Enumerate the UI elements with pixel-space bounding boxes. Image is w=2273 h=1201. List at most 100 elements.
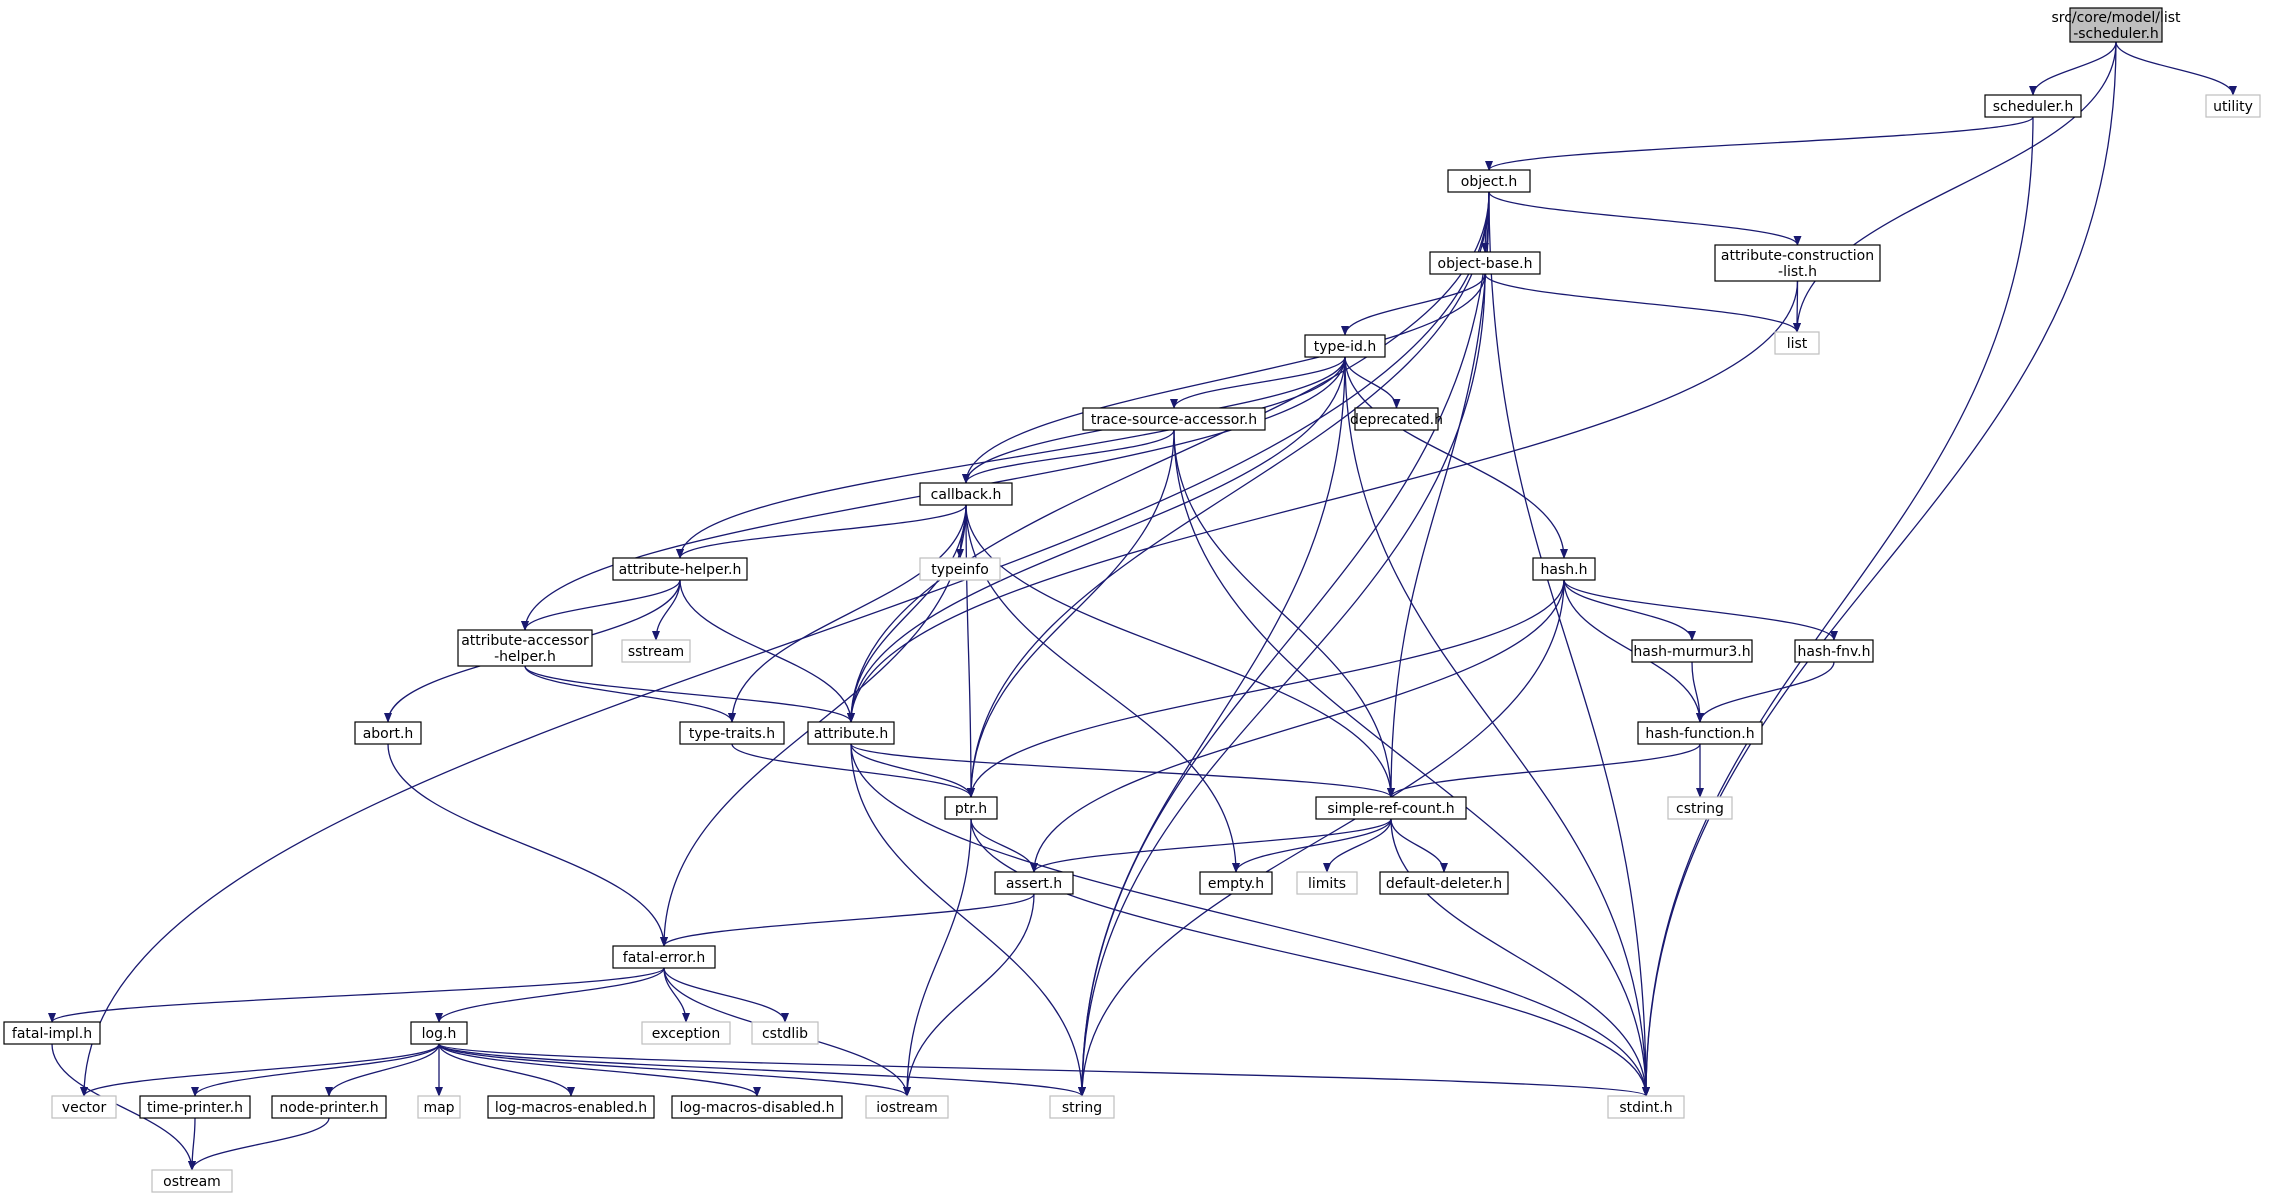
node-box [919,557,1001,581]
node-box [1794,639,1874,663]
node-map: map [417,1095,461,1119]
node-assert[interactable]: assert.h [994,871,1074,895]
node-log[interactable]: log.h [410,1021,468,1045]
node-hash[interactable]: hash.h [1532,557,1596,581]
edge-line [676,504,967,559]
node-label: vector [62,1100,107,1116]
edge-line [2115,41,2237,96]
edge-tsa-to-ptr [967,429,1175,798]
node-label: assert.h [1006,876,1062,892]
node-sstream: sstream [621,639,691,663]
node-scheduler[interactable]: scheduler.h [1984,94,2082,118]
node-utility: utility [2205,94,2261,118]
edge-line [51,1043,196,1171]
node-murmur[interactable]: hash-murmur3.h [1631,639,1753,663]
node-box [2069,7,2163,43]
node-box [487,1095,655,1119]
node-box [1379,871,1509,895]
node-callback[interactable]: callback.h [919,482,1013,506]
node-root: src/core/model/list-scheduler.h [2051,7,2181,43]
edge-attribute-to-ptr [850,743,975,798]
edge-line [965,504,975,798]
edge-line [188,1117,330,1171]
node-label: scheduler.h [1993,99,2074,115]
node-deprecated[interactable]: deprecated.h [1350,407,1443,431]
node-object[interactable]: object.h [1447,169,1531,193]
edge-line [325,1043,440,1097]
node-tsa[interactable]: trace-source-accessor.h [1082,407,1266,431]
edge-line [438,1043,761,1097]
node-box [1774,331,1820,355]
node-label: typeinfo [931,562,989,578]
node-attribute[interactable]: attribute.h [807,721,895,745]
edge-object-to-vector [80,191,1490,1097]
node-typetraits[interactable]: type-traits.h [679,721,785,745]
edge-objectbase-to-list [1484,273,1801,333]
node-attrconstr[interactable]: attribute-construction-list.h [1714,244,1881,282]
node-label: hash-fnv.h [1798,644,1871,660]
edge-line [663,967,789,1023]
edge-line [903,818,972,1097]
edge-line [1563,579,1838,641]
node-box [151,1169,233,1193]
node-layer: src/core/model/list-scheduler.h scheduler… [3,7,2261,1193]
node-label: cstring [1676,801,1724,817]
edge-src-to-stdint [1390,818,1650,1097]
node-fatalerror[interactable]: fatal-error.h [612,945,716,969]
edge-line [967,191,1490,798]
edge-root-to-stdint [1642,41,2117,1097]
edge-line [847,356,1346,723]
edge-line [435,967,665,1023]
node-lme[interactable]: log-macros-enabled.h [487,1095,655,1119]
edge-fatalerror-to-log [435,967,665,1023]
node-defdel[interactable]: default-deleter.h [1379,871,1509,895]
edge-fnv-to-hashfunc [1696,661,1835,723]
edge-line [1030,579,1565,873]
node-lmd[interactable]: log-macros-disabled.h [671,1095,843,1119]
edge-scheduler-to-object [1485,116,2034,171]
node-label: limits [1308,876,1346,892]
edge-attrhelper-to-attribute [679,579,855,723]
node-label: sstream [628,644,684,660]
node-fatalimpl[interactable]: fatal-impl.h [3,1021,101,1045]
edge-hash-to-string [1078,579,1565,1097]
edge-line [660,893,1035,947]
node-box [1631,639,1753,663]
edge-line [1341,273,1486,336]
node-box [1532,557,1596,581]
edge-line [903,893,1035,1097]
edge-line [188,1117,197,1171]
node-box [612,945,716,969]
node-box [1667,796,1733,820]
edge-line [191,1043,440,1097]
node-src[interactable]: simple-ref-count.h [1315,796,1467,820]
node-typeinfo: typeinfo [919,557,1001,581]
node-typeid[interactable]: type-id.h [1304,334,1386,358]
node-abort[interactable]: abort.h [354,721,422,745]
node-box [621,639,691,663]
edge-callback-to-ptr [965,504,975,798]
node-box [2205,94,2261,118]
node-attraccessor[interactable]: attribute-accessor-helper.h [457,629,593,667]
node-hashfunc[interactable]: hash-function.h [1637,721,1763,745]
edge-hash-to-assert [1030,579,1565,873]
node-label: attribute-construction [1721,248,1874,264]
node-fnv[interactable]: hash-fnv.h [1794,639,1874,663]
node-label: trace-source-accessor.h [1091,412,1257,428]
node-label: log.h [422,1026,457,1042]
edge-line [1793,41,2117,333]
edge-line [438,1043,911,1097]
node-objectbase[interactable]: object-base.h [1429,251,1541,275]
node-ptr[interactable]: ptr.h [944,796,998,820]
edge-root-to-scheduler [2029,41,2117,96]
node-nodeprinter[interactable]: node-printer.h [271,1095,387,1119]
edge-line [1078,356,1346,1097]
edge-line [850,743,1086,1097]
node-box [139,1095,251,1119]
edge-line [847,504,967,723]
node-attrhelper[interactable]: attribute-helper.h [612,557,748,581]
node-label: fatal-impl.h [12,1026,92,1042]
node-timeprinter[interactable]: time-printer.h [139,1095,251,1119]
node-empty[interactable]: empty.h [1199,871,1273,895]
